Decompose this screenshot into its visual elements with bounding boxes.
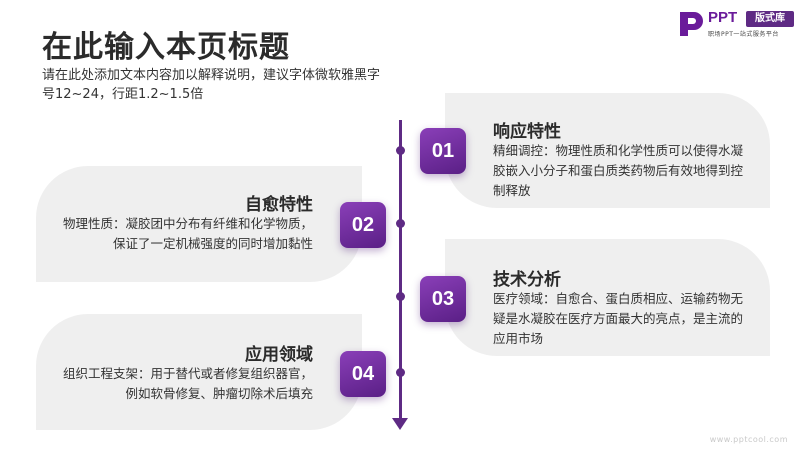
timeline-dot (396, 219, 405, 228)
item-desc-04: 组织工程支架：用于替代或者修复组织器官，例如软骨修复、肿瘤切除术后填充 (62, 366, 313, 401)
item-title-04: 应用领域 (245, 345, 313, 365)
item-title-03: 技术分析 (493, 270, 561, 290)
item-number-badge-01: 01 (420, 128, 466, 174)
page-subtitle: 请在此处添加文本内容加以解释说明，建议字体微软雅黑字号12~24，行距1.2~1… (42, 68, 381, 102)
logo-tagline: 职场PPT一站式服务平台 (708, 31, 779, 38)
item-title-01: 响应特性 (493, 122, 561, 142)
item-number-badge-02: 02 (340, 202, 386, 248)
item-desc-02: 物理性质：凝胶团中分布有纤维和化学物质，保证了一定机械强度的同时增加黏性 (62, 216, 313, 251)
item-number-badge-03: 03 (420, 276, 466, 322)
timeline-dot (396, 146, 405, 155)
logo-ppt-text: PPT (708, 9, 738, 26)
timeline-dot (396, 368, 405, 377)
item-card-02 (36, 166, 362, 282)
timeline-line (399, 120, 402, 422)
item-desc-01: 精细调控：物理性质和化学性质可以使得水凝胶嵌入小分子和蛋白质类药物后有效地得到控… (493, 143, 744, 198)
item-card-04 (36, 314, 362, 430)
item-card-01 (445, 93, 770, 208)
timeline-arrow-icon (392, 418, 408, 430)
item-card-03 (445, 239, 770, 356)
brand-logo[interactable]: PPT 版式库 职场PPT一站式服务平台 (678, 8, 796, 42)
watermark: www.pptcool.com (709, 435, 788, 444)
timeline-dot (396, 292, 405, 301)
logo-badge: 版式库 (746, 11, 794, 27)
item-desc-03: 医疗领域：自愈合、蛋白质相应、运输药物无疑是水凝胶在医疗方面最大的亮点，是主流的… (493, 291, 744, 346)
page-title: 在此输入本页标题 (42, 30, 290, 65)
item-title-02: 自愈特性 (245, 195, 313, 215)
logo-mark-icon (680, 12, 703, 36)
item-number-badge-04: 04 (340, 351, 386, 397)
